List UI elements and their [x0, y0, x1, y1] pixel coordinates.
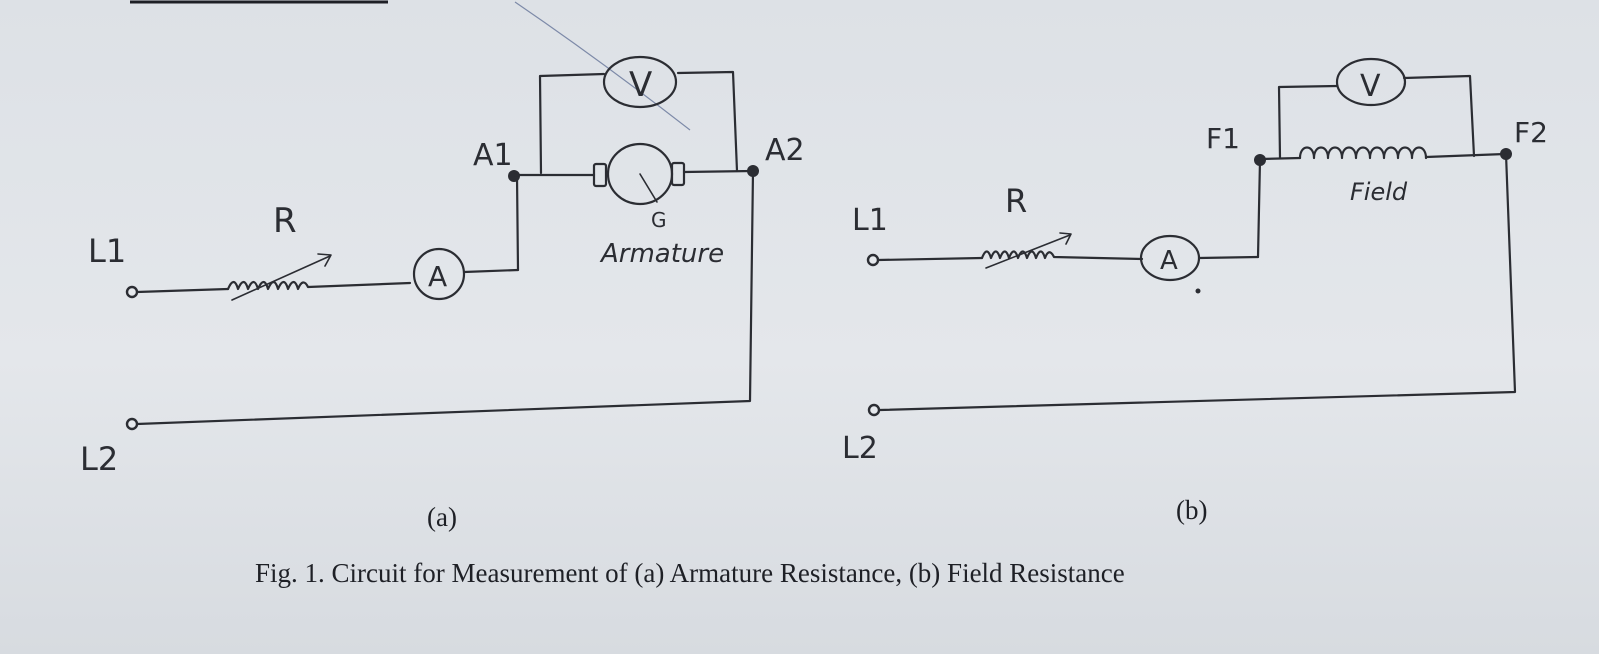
- wire-riser-a1: [515, 174, 520, 272]
- rheostat-arrow-a: [231, 253, 332, 301]
- wire-field-f2: [1424, 152, 1507, 159]
- brush-left-a: [592, 162, 608, 188]
- sublabel-a: (a): [427, 502, 457, 532]
- ammeter-dot-b: [1195, 288, 1201, 294]
- rheostat-arrow-b: [985, 232, 1072, 269]
- figure-caption: Fig. 1. Circuit for Measurement of (a) A…: [255, 558, 1125, 588]
- wire-voltmeter-loop-b: [1277, 74, 1476, 160]
- wire-return-b: [878, 152, 1517, 412]
- wire-voltmeter-loop-a: [538, 70, 739, 175]
- label-l2-a: L2: [80, 440, 118, 478]
- label-l2-b: L2: [842, 431, 878, 466]
- wire-armature-a2: [682, 169, 754, 174]
- label-l1-a: L1: [88, 232, 126, 270]
- terminal-l1-b: [866, 253, 880, 267]
- wire-return-a: [135, 169, 755, 426]
- generator-pointer-a: [639, 173, 658, 203]
- label-armature: Armature: [599, 239, 724, 269]
- label-r-b: R: [1005, 182, 1027, 220]
- wire-l1-a: [135, 287, 230, 294]
- wire-ammeter-to-f1: [1197, 255, 1260, 260]
- terminal-l1-a: [125, 285, 139, 299]
- wire-ammeter-to-a1: [462, 268, 520, 274]
- brush-right-a: [670, 161, 686, 187]
- terminal-l2-b: [867, 403, 881, 417]
- terminal-l2-a: [125, 417, 139, 431]
- rheostat-a: [226, 280, 412, 291]
- circuit-a: L1 R A V A1 A2 G Armature L2: [80, 55, 805, 478]
- sublabel-b: (b): [1176, 495, 1208, 525]
- label-field: Field: [1350, 178, 1408, 206]
- voltmeter-a: [602, 55, 678, 109]
- stray-pen-mark: [514, 1, 691, 131]
- wire-l1-b: [876, 256, 984, 262]
- label-terminal-f1: F1: [1206, 122, 1240, 155]
- rheostat-b: [980, 250, 1144, 261]
- label-l1-b: L1: [852, 203, 888, 238]
- wire-riser-f1: [1256, 158, 1262, 259]
- field-coil-icon: [1298, 146, 1428, 160]
- label-r-a: R: [273, 201, 297, 241]
- label-voltmeter-a: V: [629, 65, 652, 105]
- label-voltmeter-b: V: [1360, 69, 1381, 104]
- label-ammeter-a: A: [428, 260, 447, 293]
- circuit-b: L1 R A V F1 F2 Field L2: [842, 57, 1548, 466]
- ammeter-a: [412, 247, 466, 301]
- label-generator-a: G: [651, 208, 667, 232]
- label-terminal-f2: F2: [1514, 116, 1548, 149]
- voltmeter-b: [1335, 57, 1407, 107]
- label-terminal-a2: A2: [765, 133, 805, 168]
- label-ammeter-b: A: [1160, 246, 1178, 276]
- label-terminal-a1: A1: [473, 138, 513, 173]
